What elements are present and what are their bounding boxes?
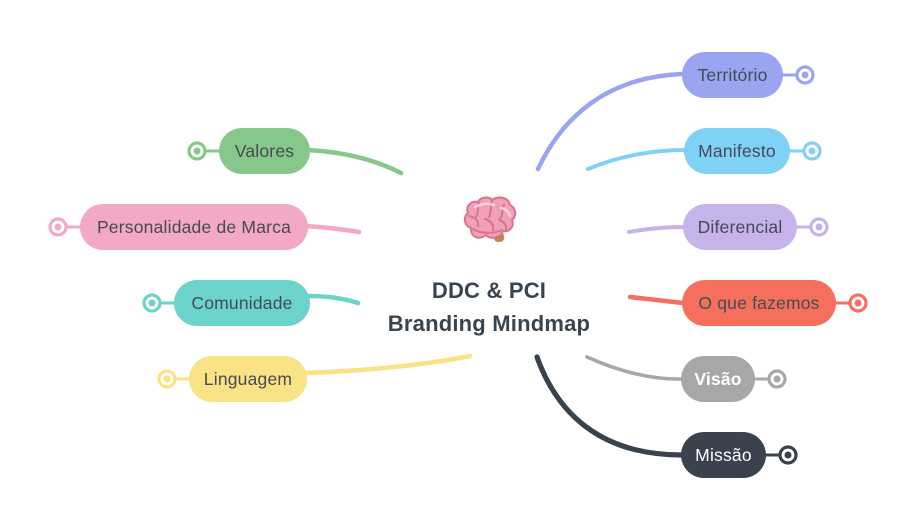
node-comunidade[interactable]: Comunidade xyxy=(174,280,310,326)
edge-personalidade xyxy=(303,223,362,235)
node-label: Visão xyxy=(694,368,742,389)
node-missao[interactable]: Missão xyxy=(681,432,766,478)
central-topic[interactable]: DDC & PCI Branding Mindmap xyxy=(360,194,618,340)
node-label: Valores xyxy=(234,140,295,161)
node-label: Comunidade xyxy=(191,292,293,313)
node-label: O que fazemos xyxy=(698,292,820,313)
valores-circle-dot-center xyxy=(193,147,201,155)
edge-visao xyxy=(585,355,684,381)
edge-linguagem xyxy=(303,353,473,376)
central-topic-title-line1: DDC & PCI xyxy=(431,278,547,303)
node-label: Missão xyxy=(695,444,752,465)
edge-manifesto xyxy=(586,148,687,171)
territorio-circle-dot-center xyxy=(801,71,809,79)
node-oquefazemos[interactable]: O que fazemos xyxy=(682,280,836,326)
edge-oquefazemos xyxy=(627,294,686,306)
node-label: Território xyxy=(697,64,768,85)
edge-valores xyxy=(305,147,404,176)
edge-missao xyxy=(534,354,685,458)
node-diferencial[interactable]: Diferencial xyxy=(683,204,797,250)
linguagem-circle-dot-center xyxy=(163,375,171,383)
node-visao[interactable]: Visão xyxy=(681,356,755,402)
diferencial-circle-dot-center xyxy=(815,223,823,231)
node-label: Linguagem xyxy=(203,368,293,389)
edge-comunidade xyxy=(306,293,361,306)
edge-territorio xyxy=(535,71,685,172)
oquefazemos-circle-dot-center xyxy=(854,299,862,307)
node-label: Manifesto xyxy=(698,140,776,161)
node-territorio[interactable]: Território xyxy=(682,52,783,98)
central-topic-title-line2: Branding Mindmap xyxy=(387,311,591,336)
node-personalidade[interactable]: Personalidade de Marca xyxy=(80,204,308,250)
node-linguagem[interactable]: Linguagem xyxy=(189,356,307,402)
comunidade-circle-dot-center xyxy=(148,299,156,307)
personalidade-circle-dot-center xyxy=(54,223,62,231)
edge-diferencial xyxy=(627,225,686,234)
missao-circle-dot-center xyxy=(784,451,792,459)
node-valores[interactable]: Valores xyxy=(219,128,310,174)
visao-circle-dot-center xyxy=(773,375,781,383)
central-topic-title: DDC & PCI Branding Mindmap xyxy=(360,274,618,340)
manifesto-circle-dot-center xyxy=(808,147,816,155)
brain-icon xyxy=(360,194,618,248)
node-manifesto[interactable]: Manifesto xyxy=(684,128,790,174)
node-label: Diferencial xyxy=(697,216,783,237)
node-label: Personalidade de Marca xyxy=(96,216,292,237)
